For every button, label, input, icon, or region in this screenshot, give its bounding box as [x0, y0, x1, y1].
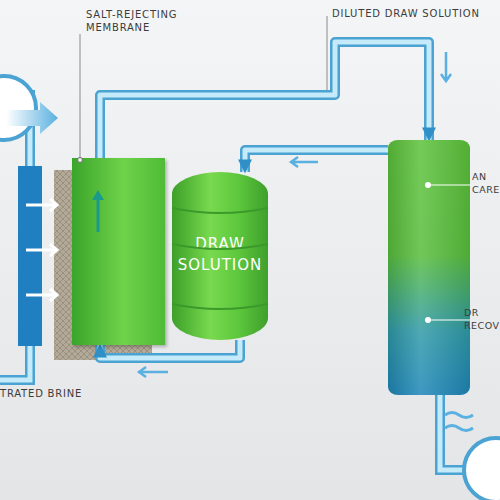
part-label: SALT-REJECTING MEMBRANE — [86, 8, 204, 34]
feed-panel — [18, 166, 42, 346]
stream-label: TRATED BRINE — [0, 388, 82, 399]
flow-arrow — [26, 199, 57, 211]
membrane-panel: SALT-REJECTING MEMBRANE — [72, 158, 165, 345]
pipe-wall — [245, 150, 388, 172]
panel-arrows — [26, 199, 57, 301]
feed-circle — [0, 76, 36, 140]
product-circle — [464, 438, 500, 500]
part-label: AN CARE — [472, 170, 500, 196]
leader-line — [327, 16, 328, 90]
pipe-connector — [245, 150, 388, 172]
tank-label: DRAW SOLUTION — [172, 234, 268, 276]
flow-arrow — [26, 289, 57, 301]
pipe-label: DILUTED DRAW SOLUTION — [332, 8, 480, 19]
brine-pipe — [0, 345, 30, 380]
flow-arrow — [441, 52, 451, 81]
pipe-connector — [100, 42, 429, 158]
pipe-core — [100, 42, 429, 158]
draw-tank: DRAW SOLUTION — [172, 172, 268, 340]
flow-arrow — [26, 244, 57, 256]
pipe-core — [245, 150, 388, 172]
water-wave — [445, 413, 473, 431]
recovery-column: AN CAREDR RECOV — [388, 140, 470, 395]
part-label: DR RECOV — [464, 306, 500, 332]
pipe-wall — [100, 42, 429, 158]
leader-line — [80, 34, 81, 158]
feed-arrow — [6, 102, 58, 134]
flow-arrow — [291, 157, 318, 167]
brine-pipe — [0, 345, 30, 380]
flow-arrow — [139, 367, 168, 377]
